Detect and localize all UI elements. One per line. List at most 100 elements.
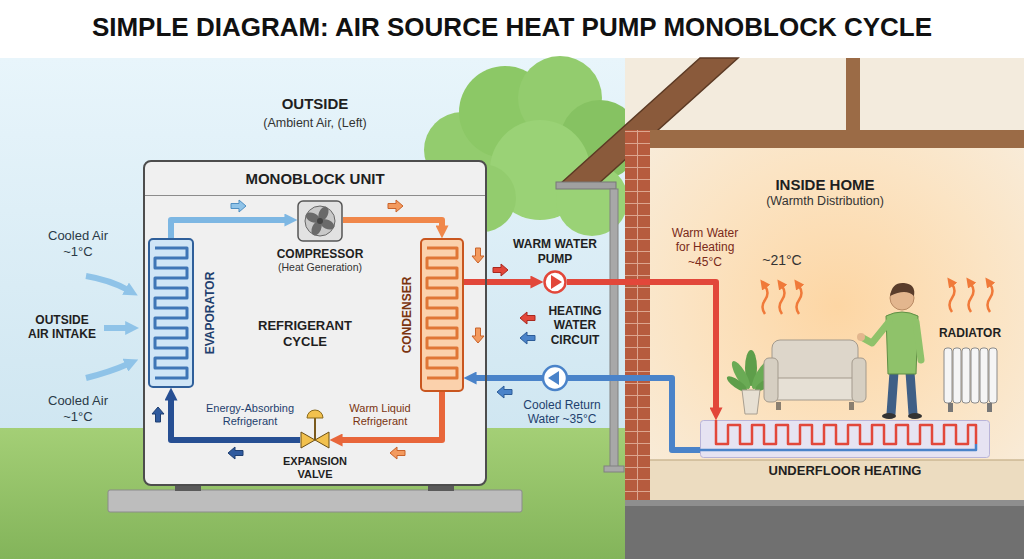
concrete-slab bbox=[108, 490, 522, 512]
pump-symbol bbox=[543, 366, 567, 390]
monoblock-housing bbox=[108, 161, 522, 512]
pump-symbol bbox=[545, 272, 566, 293]
sofa-seat bbox=[772, 378, 858, 400]
component-label-slot: COMPRESSOR(Heat Generation) bbox=[277, 247, 364, 274]
warmth-arrow bbox=[797, 286, 802, 314]
compressor-graphic bbox=[297, 200, 343, 242]
radiator-foot bbox=[987, 403, 992, 412]
compressor: COMPRESSOR(Heat Generation) bbox=[297, 200, 343, 242]
pipe-connector bbox=[476, 378, 701, 450]
pump-triangle bbox=[551, 275, 562, 289]
label-slot: Warm Liquid Refrigerant bbox=[340, 402, 420, 428]
flow-arrow bbox=[472, 328, 484, 343]
condenser: CONDENSER bbox=[420, 238, 464, 392]
component-label: (Heat Generation) bbox=[277, 261, 364, 274]
evaporator: EVAPORATOR bbox=[148, 238, 194, 388]
ceiling-beam bbox=[650, 130, 1024, 148]
condenser-coil-casing bbox=[421, 239, 463, 391]
plant bbox=[725, 350, 777, 414]
brick-wall bbox=[625, 130, 650, 500]
component-label: WARM WATER PUMP bbox=[509, 237, 601, 266]
unit-heading-slot: MONOBLOCK UNIT bbox=[145, 162, 485, 196]
flow-arrow bbox=[388, 200, 403, 212]
sofa bbox=[764, 340, 866, 410]
warmth-arrow bbox=[950, 284, 955, 312]
room-temperature: ~21°C bbox=[752, 252, 812, 269]
sofa-leg bbox=[776, 402, 781, 410]
person-arm bbox=[916, 322, 921, 360]
valve-stem bbox=[314, 416, 316, 440]
person-arm bbox=[863, 322, 889, 343]
person-hair bbox=[890, 283, 914, 296]
air-arrow bbox=[86, 276, 128, 290]
roof-post bbox=[846, 58, 860, 130]
pipe-connector bbox=[171, 400, 300, 441]
underfloor-heating-graphic bbox=[700, 420, 990, 458]
air-arrow bbox=[86, 364, 128, 378]
floor-pipe-return bbox=[700, 444, 976, 450]
radiator-fin bbox=[962, 348, 970, 403]
foundation bbox=[625, 500, 1024, 559]
gutter bbox=[556, 182, 616, 189]
warmth-arrow bbox=[969, 284, 974, 312]
component-label-slot: RADIATOR bbox=[939, 326, 1001, 340]
person bbox=[857, 283, 922, 419]
radiator-fin bbox=[953, 348, 961, 403]
underfloor-heating: UNDERFLOOR HEATING bbox=[700, 420, 990, 458]
flow-arrow bbox=[520, 312, 535, 324]
sofa-back bbox=[772, 340, 858, 382]
region-heading: (Warmth Distribution) bbox=[725, 194, 925, 209]
downspout-foot bbox=[604, 466, 624, 472]
title-band bbox=[0, 0, 1024, 58]
radiator-graphic bbox=[942, 345, 998, 412]
component-label-slot: EVAPORATOR bbox=[203, 272, 217, 355]
label-slot: Cooled Air ~1°C bbox=[38, 393, 118, 424]
component-label-slot: UNDERFLOOR HEATING bbox=[769, 463, 922, 479]
region-note: (Ambient Air, (Left) bbox=[235, 116, 395, 131]
floor bbox=[650, 460, 1024, 500]
flow-direction-arrows bbox=[152, 200, 535, 459]
sofa-leg bbox=[849, 402, 854, 410]
floor-mat bbox=[701, 421, 990, 458]
person-shoe bbox=[882, 413, 896, 419]
house bbox=[556, 58, 1024, 559]
person-legs bbox=[891, 372, 913, 414]
flow-arrow bbox=[228, 447, 243, 459]
air-temperature: Cooled Air ~1°C bbox=[38, 393, 118, 424]
flow-arrow bbox=[231, 200, 246, 212]
radiator-fin bbox=[944, 348, 952, 403]
radiator-foot bbox=[948, 403, 953, 412]
warmth-arrow bbox=[988, 284, 993, 312]
condenser-coil-tubes bbox=[427, 248, 457, 378]
valve-body bbox=[301, 432, 315, 448]
return-pump bbox=[543, 366, 567, 390]
room-interior bbox=[650, 148, 1024, 500]
label-slot: (Ambient Air, (Left) bbox=[235, 116, 395, 131]
component-label: RADIATOR bbox=[939, 326, 1001, 340]
air-flow-arrows bbox=[86, 276, 128, 378]
unit-foot bbox=[428, 486, 454, 491]
region-heading-slot: INSIDE HOME(Warmth Distribution) bbox=[725, 176, 925, 209]
unit-foot bbox=[175, 486, 201, 491]
person-shoe bbox=[908, 413, 922, 419]
refrigerant-state: Warm Liquid Refrigerant bbox=[340, 402, 420, 428]
air-arrow bbox=[104, 325, 128, 331]
warmth-arrow bbox=[780, 286, 785, 314]
component-label: COMPRESSOR bbox=[277, 247, 364, 261]
foundation-top bbox=[625, 500, 1024, 506]
refrigerant-state: Energy-Absorbing Refrigerant bbox=[202, 402, 298, 428]
downspout bbox=[610, 189, 618, 470]
floor-line bbox=[650, 459, 1024, 461]
evaporator-graphic bbox=[148, 238, 194, 388]
valve-body bbox=[315, 432, 329, 448]
radiator-fin bbox=[980, 348, 988, 403]
radiator-fin bbox=[971, 348, 979, 403]
person-hand bbox=[857, 333, 865, 341]
compressor-fan-ring bbox=[305, 206, 335, 236]
label-slot: Warm Water for Heating ~45°C bbox=[669, 226, 741, 269]
warmth-arrow bbox=[763, 286, 768, 314]
flow-arrow bbox=[497, 386, 512, 398]
pump-triangle bbox=[548, 371, 559, 385]
